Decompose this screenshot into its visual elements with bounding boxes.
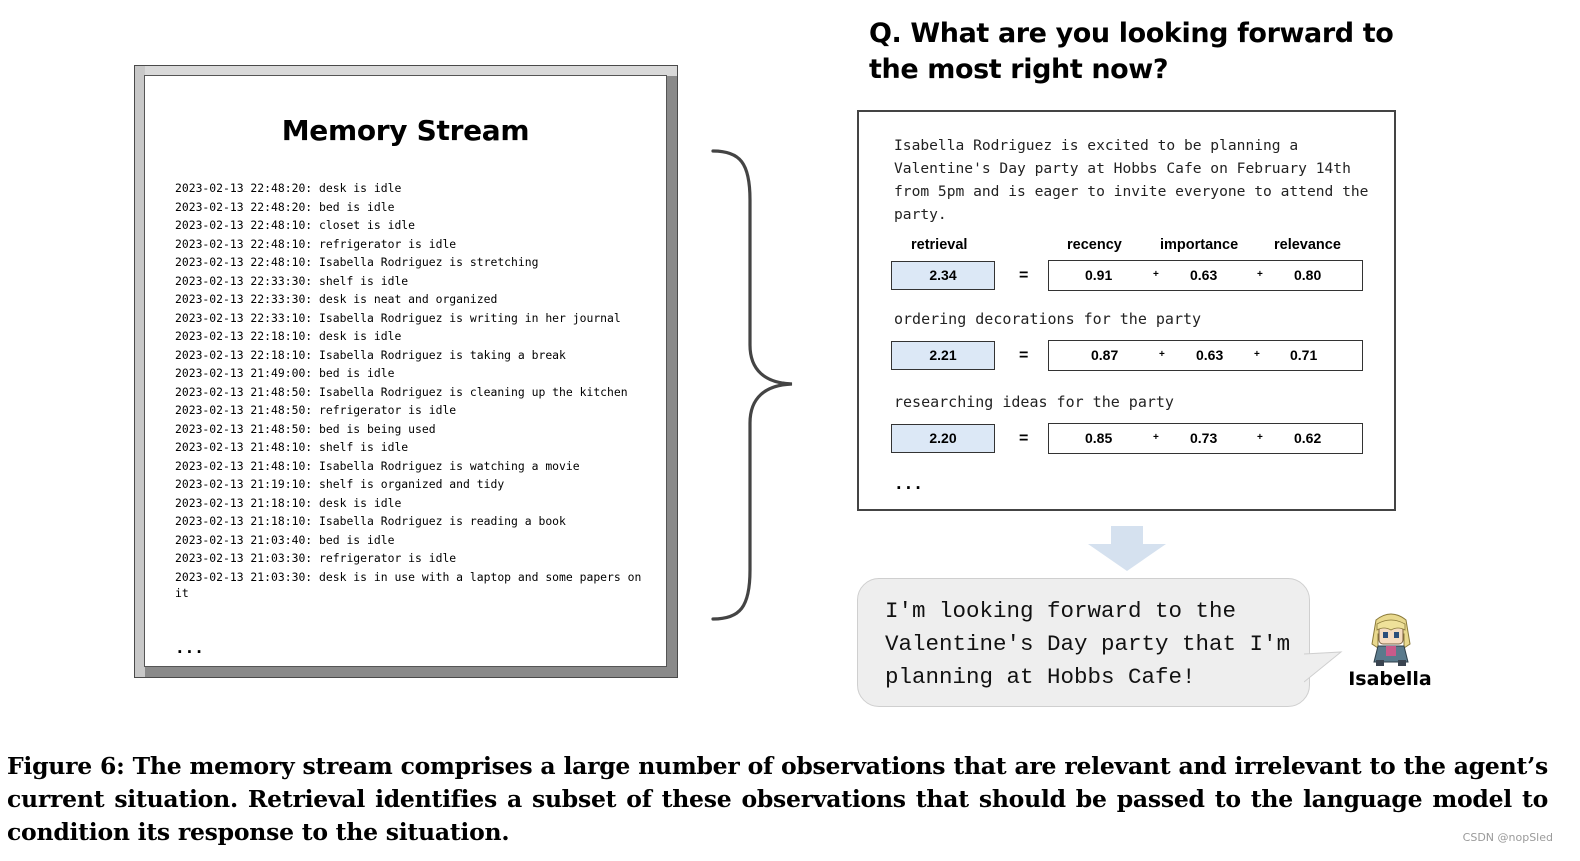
speech-bubble: I'm looking forward to the Valentine's D… <box>857 578 1310 707</box>
memory-entry: 2023-02-13 22:33:30: shelf is idle <box>175 273 409 288</box>
memory-entry: 2023-02-13 22:48:10: Isabella Rodriguez … <box>175 255 539 269</box>
recency-score: 0.91 <box>1085 267 1113 283</box>
memory-entry: 2023-02-13 22:33:10: Isabella Rodriguez … <box>175 310 621 325</box>
header-retrieval: retrieval <box>911 237 968 253</box>
memory-entry: 2023-02-13 21:18:10: Isabella Rodriguez … <box>175 514 566 528</box>
retrieved-memory-text: Isabella Rodriguez is excited to be plan… <box>894 137 1369 223</box>
curly-brace <box>711 149 793 621</box>
header-importance: importance <box>1160 237 1239 253</box>
memory-stream-ellipsis: ... <box>175 638 204 657</box>
memory-label: ordering decorations for the party <box>894 310 1202 328</box>
score-components: 0.85 + 0.73 + 0.62 <box>1048 423 1363 454</box>
importance-score: 0.73 <box>1190 430 1218 446</box>
score-components: 0.87 + 0.63 + 0.71 <box>1048 340 1363 371</box>
relevance-score: 0.62 <box>1294 430 1322 446</box>
memory-stream-frame: Memory Stream 2023-02-13 22:48:20: desk … <box>134 65 678 678</box>
frame-bevel-left <box>135 66 145 677</box>
equals-sign: = <box>1019 430 1029 447</box>
memory-entry: 2023-02-13 22:48:20: bed is idle <box>175 199 395 214</box>
retrieval-score: 2.20 <box>891 424 995 453</box>
memory-entry: 2023-02-13 22:48:10: closet is idle <box>175 218 416 232</box>
memory-stream-list: 2023-02-13 22:48:20: desk is idle 2023-0… <box>175 180 655 603</box>
memory-entry: 2023-02-13 21:03:30: refrigerator is idl… <box>175 551 457 565</box>
retrieval-score: 2.34 <box>891 261 995 290</box>
memory-entry: 2023-02-13 22:33:30: desk is neat and or… <box>175 292 498 306</box>
memory-stream-title: Memory Stream <box>281 114 530 147</box>
retrieval-box: Isabella Rodriguez is excited to be plan… <box>857 110 1396 511</box>
equals-sign: = <box>1019 347 1029 364</box>
memory-entry: 2023-02-13 21:03:40: bed is idle <box>175 532 395 547</box>
memory-entry: 2023-02-13 21:03:30: desk is in use with… <box>175 569 642 600</box>
question-heading: Q. What are you looking forward to the m… <box>869 18 1394 85</box>
memory-entry: 2023-02-13 22:18:10: Isabella Rodriguez … <box>175 347 566 362</box>
memory-entry: 2023-02-13 22:18:10: desk is idle <box>175 329 402 343</box>
relevance-score: 0.80 <box>1294 267 1322 283</box>
memory-entry: 2023-02-13 22:48:20: desk is idle <box>175 181 402 195</box>
down-arrow-icon <box>1088 526 1166 571</box>
importance-score: 0.63 <box>1196 347 1224 363</box>
plus-sign: + <box>1153 432 1159 443</box>
agent-response: I'm looking forward to the Valentine's D… <box>885 598 1291 690</box>
plus-sign: + <box>1159 349 1165 360</box>
memory-entry: 2023-02-13 21:49:00: bed is idle <box>175 366 395 380</box>
plus-sign: + <box>1257 432 1263 443</box>
memory-entry: 2023-02-13 21:48:10: shelf is idle <box>175 440 409 454</box>
memory-entry: 2023-02-13 21:48:50: Isabella Rodriguez … <box>175 384 628 399</box>
memory-label: researching ideas for the party <box>894 393 1174 411</box>
relevance-score: 0.71 <box>1290 347 1318 363</box>
memory-entry: 2023-02-13 21:48:50: refrigerator is idl… <box>175 403 457 417</box>
retrieval-score: 2.21 <box>891 341 995 370</box>
memory-entry: 2023-02-13 21:48:50: bed is being used <box>175 421 436 436</box>
plus-sign: + <box>1153 269 1159 280</box>
agent-name-label: Isabella <box>1348 668 1432 690</box>
header-recency: recency <box>1067 237 1122 253</box>
memory-entry: 2023-02-13 21:19:10: shelf is organized … <box>175 477 505 491</box>
watermark: CSDN @nopSled <box>1462 831 1553 844</box>
recency-score: 0.87 <box>1091 347 1119 363</box>
frame-bevel-top <box>135 66 677 76</box>
retrieval-ellipsis: ... <box>894 474 923 493</box>
memory-entry: 2023-02-13 21:48:10: Isabella Rodriguez … <box>175 458 580 473</box>
speech-bubble-tail <box>1304 651 1343 683</box>
plus-sign: + <box>1257 269 1263 280</box>
plus-sign: + <box>1254 349 1260 360</box>
memory-entry: 2023-02-13 22:48:10: refrigerator is idl… <box>175 236 457 251</box>
score-components: 0.91 + 0.63 + 0.80 <box>1048 260 1363 291</box>
header-relevance: relevance <box>1274 237 1341 253</box>
memory-stream-panel: Memory Stream 2023-02-13 22:48:20: desk … <box>144 75 667 667</box>
equals-sign: = <box>1019 267 1029 284</box>
figure-caption: Figure 6: The memory stream comprises a … <box>7 752 1548 846</box>
recency-score: 0.85 <box>1085 430 1113 446</box>
isabella-avatar-icon <box>1371 613 1411 666</box>
memory-entry: 2023-02-13 21:18:10: desk is idle <box>175 495 402 510</box>
importance-score: 0.63 <box>1190 267 1218 283</box>
